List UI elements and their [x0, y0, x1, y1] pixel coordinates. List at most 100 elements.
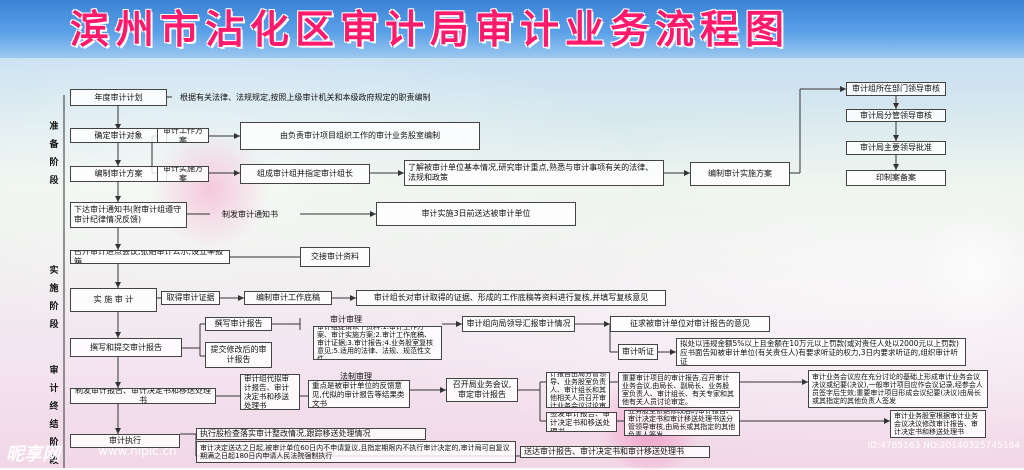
node-write-submit-report: 撰写和提交审计报告	[70, 338, 182, 357]
node-submit-revised: 提交修改后的审计报告	[205, 342, 272, 368]
phase-char: 阶	[49, 158, 59, 168]
phase-char: 阶	[49, 438, 59, 448]
node-write-report: 撰写审计报告	[205, 317, 272, 331]
watermark-logo: 昵享网	[6, 444, 60, 465]
phase-char: 备	[49, 140, 59, 150]
node-work-plan: 审计工作方案	[157, 128, 209, 143]
node-text: 审计组代拟审计报告、审计决定书和移送处理书	[244, 374, 289, 410]
node-compile-impl-plan: 编制审计实施方案	[690, 162, 790, 186]
node-text: 审计业务会议应在充分讨论的基础上形成审计业务会议决议或纪要(决议),一般审计项目…	[812, 373, 983, 405]
node-text: 审计听证	[622, 347, 654, 356]
phase-char: 实	[49, 266, 59, 276]
node-determine-target: 确定审计对象	[70, 128, 167, 143]
node-text: 年度审计计划	[94, 92, 143, 102]
node-text: 召开局业务会议,审定审计报告	[452, 380, 512, 399]
phase-char: 准	[49, 122, 59, 132]
node-implementation-plan: 审计实施方案	[157, 166, 209, 182]
node-text: 审计工作方案	[163, 128, 203, 143]
phase-char: 终	[49, 402, 59, 412]
node-report-to-leader: 审计组向局领导汇报审计情况	[462, 316, 575, 332]
node-text: 审计实施方案	[163, 166, 203, 182]
node-major-project: 重要审计项目的审计报告,召开审计业务会议,由局长、副局长、业务股室负责人、审计组…	[618, 372, 740, 408]
node-text: 撰写审计报告	[214, 319, 263, 328]
node-annual-plan: 年度审计计划	[70, 89, 167, 106]
node-execution-check: 执行股检查落实审计整改情况,跟踪移送处理情况	[196, 428, 426, 440]
legal-review-label: 法制审理	[340, 372, 372, 381]
issue-notice-label: 制发审计通知书	[222, 210, 278, 219]
node-audit-execution: 审计执行	[70, 434, 180, 448]
node-text: 重要审计项目的审计报告,召开审计业务会议,由局长、副局长、业务股室负责人、审计组…	[622, 374, 734, 406]
phase-label-end: 审计终结阶段	[48, 362, 60, 470]
node-text: 业务股室依据修改后的审计报告、审计决定书和审计移送处理书送分管领导审核,由局长或…	[628, 410, 736, 436]
node-text: 实 施 审 计	[93, 295, 134, 304]
node-text: 审计决定送达之日起,被审计单位60日内不申请复议,且指定期限内不执行审计决定的,…	[200, 444, 510, 460]
node-entry-meeting: 召开审计进点会议,张贴审计公示,设立举报箱	[70, 250, 230, 264]
node-text: 签发审计报告、审计决定书和移送处理书	[550, 412, 610, 432]
node-work-plan-desc: 由负责审计项目组织工作的审计业务股室编制	[240, 122, 480, 150]
title-banner: 滨州市沾化区审计局审计业务流程图	[0, 0, 1024, 58]
node-text: 交接审计资料	[311, 252, 359, 261]
phase-char: 审	[49, 366, 59, 376]
node-text: 制发审计报告、审计决定书和移送处理书	[75, 388, 211, 404]
phase-char: 段	[49, 320, 59, 330]
node-text: 审计组提请以下资料:1.审计工作方案、审计实施方案;2.审计工作底稿、审计证据;…	[317, 326, 434, 360]
node-text: 组成审计组并指定审计组长	[257, 169, 353, 178]
node-print-file: 印制案备案	[846, 170, 946, 186]
node-sign-documents: 签发审计报告、审计决定书和移送处理书	[546, 412, 617, 432]
phase-label-impl: 实施阶段	[48, 262, 60, 334]
node-text: 取得审计证据	[166, 293, 215, 302]
node-business-meeting: 召开局业务会议,审定审计报告	[446, 378, 518, 402]
node-hearing-desc: 拟处以违规金额5%以上且金额在10万元以上罚款(或对责任人处以2000元以上罚款…	[676, 338, 966, 366]
node-text: 撰写和提交审计报告	[90, 342, 162, 352]
node-issue-notice: 下达审计通知书(附审计组遵守审计纪律情况反馈)	[70, 202, 187, 228]
node-understand-unit: 了解被审计单位基本情况,研究审计重点,熟悉与审计事项有关的法律、法规和政策	[404, 160, 664, 186]
node-text: 送达审计报告、审计决定书和审计移送处理书	[524, 447, 684, 456]
page-title: 滨州市沾化区审计局审计业务流程图	[70, 7, 791, 53]
node-text: 审计组所在部门领导审核	[852, 84, 940, 93]
node-work-papers: 编制审计工作底稿	[244, 291, 332, 305]
node-leader-review: 审计组长对审计取得的证据、形成的工作底稿等资料进行复核,并填写复核意见	[356, 290, 666, 306]
node-review-materials: 审计组提请以下资料:1.审计工作方案、审计实施方案;2.审计工作底稿、审计证据;…	[313, 326, 442, 360]
flower-decoration	[150, 130, 270, 250]
node-dept-review: 审计组所在部门领导审核	[846, 82, 946, 96]
node-text: 审计局主要领导批准	[860, 143, 932, 152]
node-text: 了解被审计单位基本情况,研究审计重点,熟悉与审计事项有关的法律、法规和政策	[408, 163, 654, 182]
node-deliver-notice: 审计实施3日前送达被审计单位	[376, 202, 576, 226]
flower-decoration	[920, 200, 1024, 340]
node-legal-review: 重点是被审计单位的反馈意见,代拟的审计报告等结果类文书	[308, 380, 410, 408]
node-text: 审计组向局领导汇报审计情况	[466, 319, 571, 328]
node-text: 编制审计实施方案	[708, 169, 772, 178]
node-compile-plan: 编制审计方案	[70, 166, 167, 182]
node-text: 重点是被审计单位的反馈意见,代拟的审计报告等结果类文书	[312, 380, 405, 408]
phase-char: 阶	[49, 302, 59, 312]
node-handover-material: 交接审计资料	[300, 247, 370, 267]
node-text: 编制审计方案	[94, 169, 143, 178]
node-draft-documents: 审计组代拟审计报告、审计决定书和移送处理书	[240, 374, 300, 410]
node-text: 召开审计进点会议,张贴审计公示,设立举报箱	[74, 250, 224, 264]
node-text: 下达审计通知书(附审计组遵守审计纪律情况反馈)	[74, 205, 182, 224]
node-get-evidence: 取得审计证据	[161, 291, 220, 305]
node-text: 一般审计项目的审计报告由局分管领导、业务股室负责人、审计组长和其他相关人员召开审…	[550, 372, 606, 408]
watermark-id: ID:4785163 NO:20140325745194	[867, 441, 1020, 451]
node-deliver-documents: 送达审计报告、审计决定书和审计移送处理书	[520, 446, 710, 458]
node-text: 由负责审计项目组织工作的审计业务股室编制	[280, 131, 440, 140]
node-director-approve: 审计局主要领导批准	[846, 141, 946, 155]
node-text: 审计业务股室根据审计业务会议决议修改审计报告、审计决定书和移送处理书	[894, 412, 978, 436]
node-enforcement: 审计决定送达之日起,被审计单位60日内不申请复议,且指定期限内不执行审计决定的,…	[196, 441, 516, 463]
node-text: 拟处以违规金额5%以上且金额在10万元以上罚款(或对责任人处以2000元以上罚款…	[680, 338, 959, 366]
node-revise-and-sign: 业务股室依据修改后的审计报告、审计决定书和审计移送处理书送分管领导审核,由局长或…	[624, 410, 740, 436]
node-text: 提交修改后的审计报告	[210, 345, 267, 364]
node-execute-audit: 实 施 审 计	[70, 288, 157, 312]
phase-char: 计	[49, 384, 59, 394]
node-revise-per-resolution: 审计业务股室根据审计业务会议决议修改审计报告、审计决定书和移送处理书	[890, 410, 986, 438]
review-label: 审计审理	[330, 315, 362, 324]
node-text: 审计实施3日前送达被审计单位	[421, 209, 531, 218]
node-text: 确定审计对象	[94, 130, 143, 140]
node-meeting-resolution: 审计业务会议应在充分讨论的基础上形成审计业务会议决议或纪要(决议),一般审计项目…	[808, 370, 988, 408]
node-text: 执行股检查落实审计整改情况,跟踪移送处理情况	[200, 429, 371, 438]
node-seek-opinion: 征求被审计单位对审计报告的意见	[610, 316, 770, 332]
node-issue-documents: 制发审计报告、审计决定书和移送处理书	[70, 388, 216, 404]
node-text: 审计执行	[109, 436, 141, 445]
node-text: 编制审计工作底稿	[256, 293, 320, 302]
node-hearing: 审计听证	[618, 344, 658, 360]
